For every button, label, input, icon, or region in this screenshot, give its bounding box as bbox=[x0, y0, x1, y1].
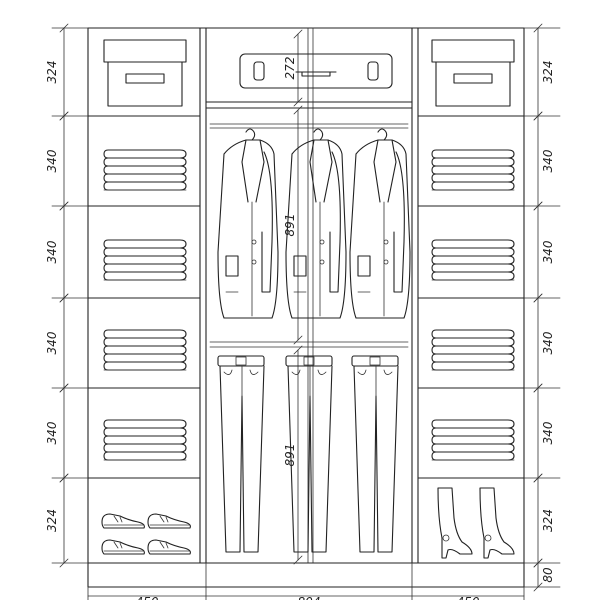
dimension-label: 340 bbox=[45, 331, 59, 354]
jacket-icon bbox=[349, 128, 411, 319]
dimension-right-4: 340 bbox=[533, 383, 555, 483]
dimension-label: 891 bbox=[283, 444, 297, 467]
storage-box-icon bbox=[431, 39, 515, 107]
shoes-icon bbox=[101, 539, 145, 555]
dimension-left-0: 324 bbox=[45, 23, 69, 121]
right-dimensions: 324 340 340 340 340 324 80 bbox=[523, 23, 561, 592]
dimension-label: 340 bbox=[541, 421, 555, 444]
boots-icon bbox=[479, 487, 515, 559]
dimension-center-lower: 891 bbox=[283, 345, 303, 565]
shoes-group bbox=[101, 513, 191, 555]
folded-clothes-icon bbox=[103, 419, 187, 461]
folded-clothes-icon bbox=[431, 239, 515, 281]
dimension-left-1: 340 bbox=[45, 111, 69, 211]
dimension-width-1: 804 bbox=[298, 595, 321, 600]
dimension-left-4: 340 bbox=[45, 383, 69, 483]
dimension-left-5: 324 bbox=[45, 473, 69, 568]
folded-clothes-icon bbox=[431, 419, 515, 461]
dimension-left-3: 340 bbox=[45, 293, 69, 393]
dimension-label: 324 bbox=[541, 61, 555, 84]
dimension-base: 80 bbox=[533, 558, 555, 592]
dimension-center-top: 272 bbox=[283, 29, 303, 107]
dimension-label: 324 bbox=[45, 509, 59, 532]
dimension-label: 324 bbox=[45, 61, 59, 84]
bottom-dimensions: 450 804 450 bbox=[87, 586, 525, 600]
boots-group bbox=[437, 487, 515, 559]
dimension-label: 272 bbox=[283, 57, 297, 80]
dimension-label: 80 bbox=[541, 567, 555, 583]
jacket-icon bbox=[285, 128, 347, 319]
folded-clothes-icon bbox=[103, 239, 187, 281]
folded-clothes-column-right bbox=[431, 149, 515, 461]
dimension-left-2: 340 bbox=[45, 201, 69, 303]
dimension-right-2: 340 bbox=[533, 201, 555, 303]
suitcase-icon bbox=[239, 53, 393, 89]
trousers-icon bbox=[217, 355, 265, 553]
dimension-width-0: 450 bbox=[136, 595, 159, 600]
dimension-label: 324 bbox=[541, 509, 555, 532]
trousers-icon bbox=[351, 355, 399, 553]
folded-clothes-column-left bbox=[103, 149, 187, 461]
folded-clothes-icon bbox=[103, 149, 187, 191]
jackets-group bbox=[217, 128, 411, 319]
cabinet-frame bbox=[87, 27, 525, 588]
dimension-label: 340 bbox=[541, 331, 555, 354]
dimension-right-0: 324 bbox=[533, 23, 555, 121]
boots-icon bbox=[437, 487, 473, 559]
shoes-icon bbox=[147, 539, 191, 555]
trousers-icon bbox=[285, 355, 333, 553]
dimension-label: 891 bbox=[283, 214, 297, 237]
folded-clothes-icon bbox=[431, 149, 515, 191]
storage-box-icon bbox=[103, 39, 187, 107]
dimension-right-3: 340 bbox=[533, 293, 555, 393]
dimension-center-upper: 891 bbox=[283, 105, 303, 345]
center-dimensions: 272 891 891 bbox=[283, 29, 303, 565]
trousers-group bbox=[217, 355, 399, 553]
dimension-right-1: 340 bbox=[533, 111, 555, 211]
dimension-label: 340 bbox=[45, 149, 59, 172]
dimension-width-2: 450 bbox=[457, 595, 480, 600]
dimension-label: 340 bbox=[541, 149, 555, 172]
dimension-label: 340 bbox=[45, 421, 59, 444]
left-dimensions: 324 340 340 340 340 324 bbox=[45, 23, 89, 568]
shoes-icon bbox=[101, 513, 145, 529]
folded-clothes-icon bbox=[431, 329, 515, 371]
folded-clothes-icon bbox=[103, 329, 187, 371]
shoes-icon bbox=[147, 513, 191, 529]
dimension-right-5: 324 bbox=[533, 473, 555, 568]
jacket-icon bbox=[217, 128, 279, 319]
dimension-label: 340 bbox=[541, 240, 555, 263]
dimension-label: 340 bbox=[45, 240, 59, 263]
